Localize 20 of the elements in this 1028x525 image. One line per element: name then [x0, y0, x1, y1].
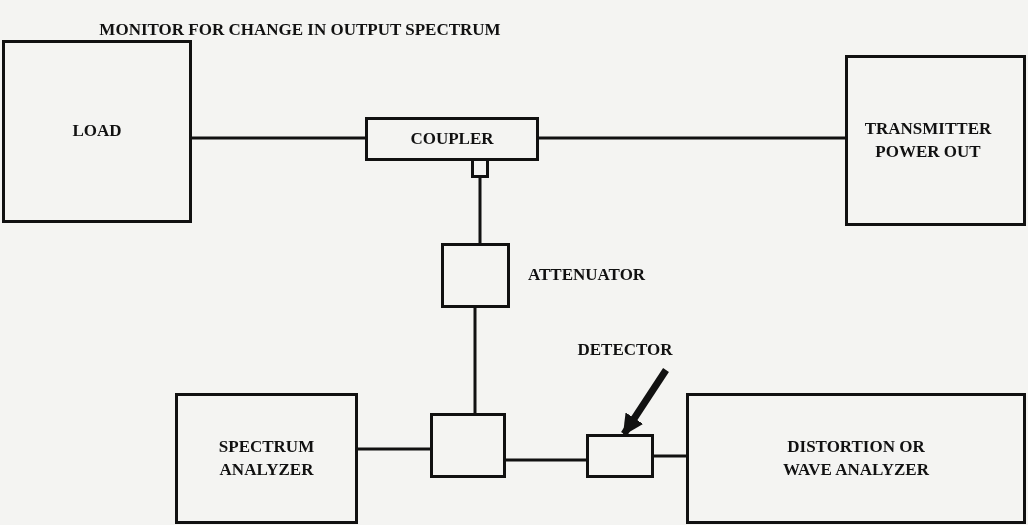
- empty-box: [430, 413, 506, 478]
- block-box: COUPLER: [365, 117, 539, 161]
- callout-label: DETECTOR: [570, 338, 680, 362]
- empty-box: [471, 158, 489, 178]
- block-box: LOAD: [2, 40, 192, 223]
- arrow: [621, 368, 669, 436]
- empty-box: [586, 434, 654, 478]
- empty-box: [441, 243, 510, 308]
- block-box: TRANSMITTER POWER OUT: [845, 55, 1026, 226]
- diagram-title: MONITOR FOR CHANGE IN OUTPUT SPECTRUM: [98, 20, 502, 40]
- block-box: DISTORTION OR WAVE ANALYZER: [686, 393, 1026, 524]
- connection-line: [539, 136, 845, 140]
- connection-line: [654, 454, 686, 458]
- connection-line: [478, 178, 482, 243]
- connection-line: [506, 458, 586, 462]
- connection-line: [192, 136, 365, 140]
- block-box: SPECTRUM ANALYZER: [175, 393, 358, 524]
- component-label: ATTENUATOR: [528, 265, 646, 285]
- connection-line: [473, 308, 477, 413]
- connection-line: [358, 447, 430, 451]
